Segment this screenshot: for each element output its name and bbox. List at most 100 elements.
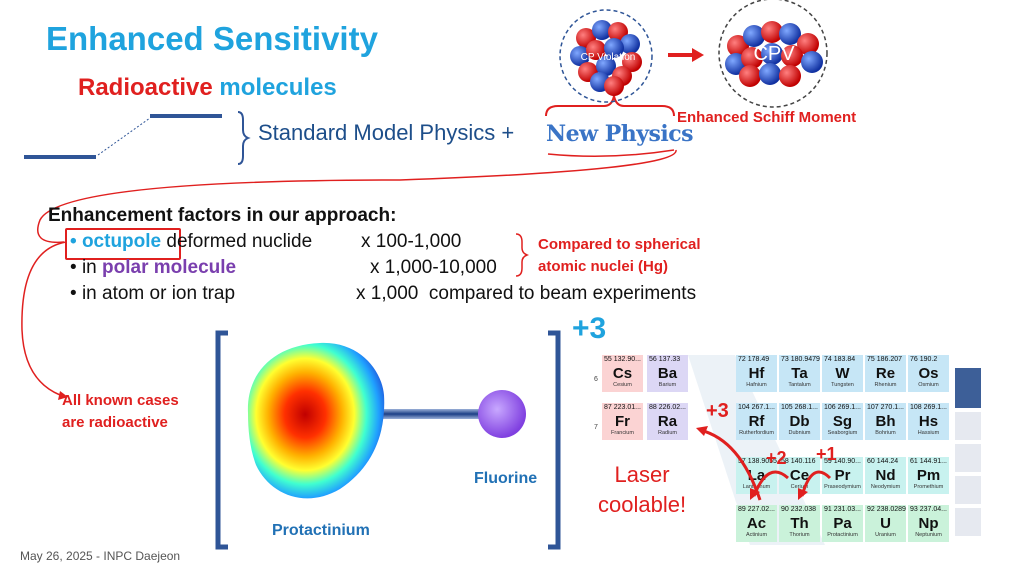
bond [380, 409, 500, 419]
element-symbol: Ce [789, 467, 810, 484]
element-symbol: Re [875, 365, 896, 382]
charge-plus3: +3 [572, 312, 607, 345]
element-number: 105 268.1... [781, 404, 818, 411]
table-projection [688, 355, 981, 545]
element-number: 90 232.038 [781, 506, 817, 513]
element-symbol: Hf [748, 365, 765, 382]
sm-brace [237, 111, 251, 165]
protactinium-label: Protactinium [272, 522, 370, 539]
element-number: 93 237.04... [910, 506, 947, 513]
arrow-plus2 [752, 470, 790, 497]
new-physics-underline [547, 149, 675, 157]
new-physics-text: New Physics [546, 121, 694, 147]
element-name: Barium [658, 382, 677, 388]
cpv-nucleus-icon: CPV [725, 21, 823, 87]
element-symbol: Hs [918, 413, 939, 430]
element-name: Praseodymium [824, 484, 861, 490]
factor-octupole: x 100-1,000 [361, 231, 462, 252]
element-symbol: Os [918, 365, 939, 382]
element-number: 92 238.0289 [867, 506, 906, 513]
link-curve-top [37, 149, 677, 244]
link-curve-left [21, 241, 67, 396]
element-symbol: Sg [832, 413, 853, 430]
element-name: Neptunium [915, 532, 942, 538]
element-number: 58 140.116 [781, 458, 816, 465]
subtitle-molecules: molecules [219, 74, 337, 101]
element-symbol: Ac [746, 515, 767, 532]
enhancement-heading: Enhancement factors in our approach: [48, 205, 397, 226]
schiff-label: Enhanced Schiff Moment [677, 109, 857, 126]
element-symbol: W [835, 365, 850, 382]
svg-text:CP Violation: CP Violation [581, 52, 636, 63]
list-item-octupole: • octupole deformed nuclide [70, 231, 313, 252]
element-symbol: Rf [748, 413, 765, 430]
cpv-circle [718, 0, 828, 108]
element-name: Uranium [875, 532, 896, 538]
element-name: Neodymium [870, 484, 901, 490]
element-symbol: Bh [875, 413, 896, 430]
element-symbol: Pm [916, 467, 941, 484]
element-number: 89 227.02... [738, 506, 775, 513]
element-name: Osmium [918, 382, 939, 388]
element-name: Dubnium [788, 430, 811, 436]
element-number: 59 140.90... [824, 458, 861, 465]
known-cases-note: All known cases are radioactive [62, 392, 179, 431]
charge-plus1: +1 [816, 444, 837, 464]
element-number: 91 231.03... [824, 506, 861, 513]
factor-polar: x 1,000-10,000 [370, 257, 497, 278]
element-number: 106 269.1... [824, 404, 861, 411]
octupole-highlight-box [65, 228, 181, 260]
element-name: Hassium [917, 430, 940, 436]
fluorine-label: Fluorine [474, 470, 538, 487]
element-number: 108 269.1... [910, 404, 947, 411]
schiff-brace [545, 95, 675, 117]
element-number: 88 226.02... [649, 404, 686, 411]
left-bracket [215, 330, 228, 550]
octupole-word: octupole [81, 231, 162, 252]
charge-plus3-small: +3 [706, 400, 729, 422]
charge-plus2: +2 [766, 448, 787, 468]
svg-text:CPV: CPV [753, 43, 795, 65]
element-symbol: Ra [657, 413, 678, 430]
element-symbol: Pa [833, 515, 852, 532]
element-number: 76 190.2 [910, 356, 938, 363]
protactinium-nucleus [247, 342, 385, 499]
compared-brace [515, 233, 530, 277]
list-item-polar: • in polar molecule [70, 257, 237, 278]
element-number: 56 137.33 [649, 356, 681, 363]
element-name: Cerium [790, 484, 809, 490]
fluorine-atom [478, 390, 526, 438]
subtitle-radioactive: Radioactive [78, 74, 213, 101]
element-name: Rhenium [874, 382, 897, 388]
element-name: Hafnium [746, 382, 767, 388]
element-symbol: Ba [657, 365, 678, 382]
element-name: Cesium [613, 382, 632, 388]
element-name: Francium [611, 430, 634, 436]
element-name: Promethium [913, 484, 944, 490]
period-7-label: 7 [594, 424, 598, 431]
standard-model-text: Standard Model Physics + [258, 120, 515, 145]
element-symbol: Np [918, 515, 939, 532]
element-symbol: U [880, 515, 891, 532]
arrows-overlay [696, 426, 832, 501]
element-name: Seaborgium [827, 430, 858, 436]
element-name: Tungsten [831, 382, 854, 388]
element-number: 60 144.24 [867, 458, 899, 465]
period-6-label: 6 [594, 376, 598, 383]
